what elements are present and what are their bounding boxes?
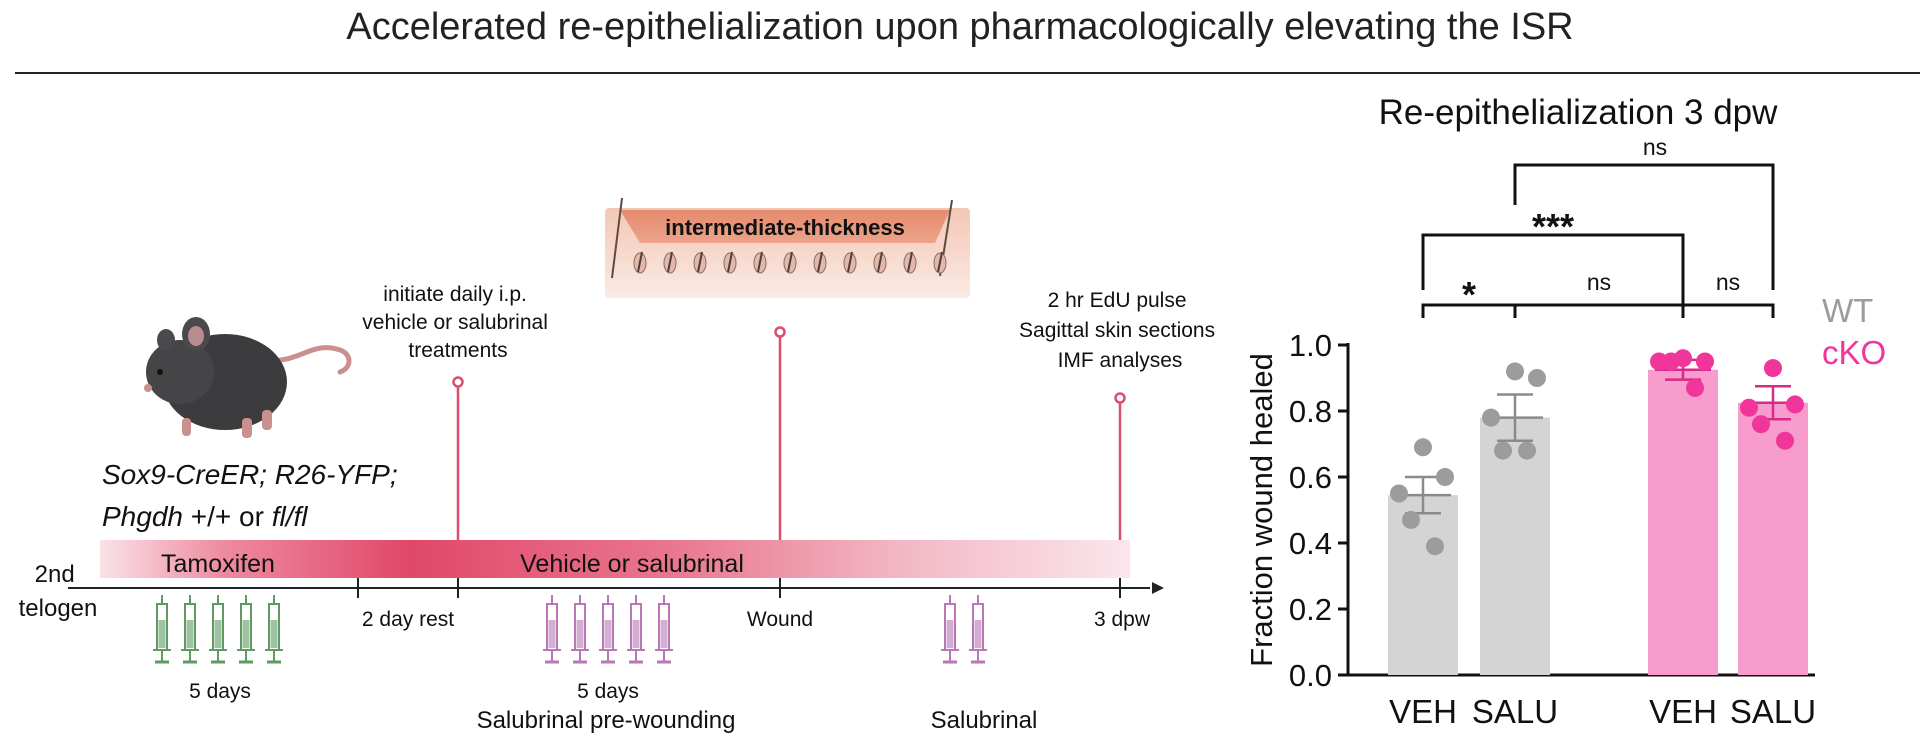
significance-label: ns (1587, 269, 1611, 295)
event-label-analysis: 2 hr EdU pulse Sagittal skin sections IM… (1019, 289, 1221, 372)
title-divider (15, 72, 1920, 74)
timeline-bar (100, 540, 1130, 578)
syringe-icon (941, 595, 959, 664)
bar (1388, 495, 1458, 675)
y-axis-label: Fraction wound healed (1244, 353, 1279, 667)
y-tick-label: 0.8 (1289, 394, 1332, 429)
x-tick-label: VEH (1649, 693, 1717, 730)
significance-bracket: *** (1421, 206, 1685, 305)
data-point (1786, 395, 1804, 414)
skin-wound-label: intermediate-thickness (665, 215, 905, 240)
tick-label-end: 3 dpw (1094, 608, 1151, 631)
tick-label-wound: Wound (747, 608, 813, 631)
data-point (1686, 378, 1704, 397)
significance-label: * (1462, 274, 1476, 315)
syringe-icon (181, 595, 199, 664)
syringe-icon (571, 595, 589, 664)
significance-label: ns (1716, 269, 1740, 295)
y-tick-label: 0.4 (1289, 526, 1332, 561)
significance-bracket: * (1421, 274, 1517, 318)
legend-entry-cko: cKO (1822, 334, 1886, 371)
mouse-illustration (144, 317, 352, 438)
data-point (1506, 362, 1524, 381)
data-point (1662, 352, 1680, 371)
bar (1480, 417, 1550, 675)
event-markers (452, 326, 1126, 540)
group-label-salubrinal: Salubrinal (931, 707, 1038, 734)
data-point (1776, 431, 1794, 450)
y-tick-label: 0.2 (1289, 592, 1332, 627)
group-label-tamoxifen: 5 days (189, 680, 251, 703)
y-tick-label: 1.0 (1289, 328, 1332, 363)
data-point (1752, 415, 1770, 434)
data-point (1740, 398, 1758, 417)
group-label-pre-wounding: 5 days (577, 680, 639, 703)
significance-bracket: ns (1513, 134, 1775, 290)
data-point (1764, 359, 1782, 378)
y-tick-label: 0.0 (1289, 658, 1332, 693)
syringe-icon (627, 595, 645, 664)
syringe-icon (599, 595, 617, 664)
genotype-line-2: Phgdh +/+ or fl/fl (102, 501, 308, 532)
syringe-icon (543, 595, 561, 664)
bar (1738, 402, 1808, 675)
data-point (1390, 484, 1408, 503)
data-point (1696, 352, 1714, 371)
syringe-icon (655, 595, 673, 664)
significance-bracket: ns (1681, 269, 1775, 318)
start-label: 2nd telogen (19, 561, 98, 622)
significance-label: ns (1643, 134, 1667, 160)
legend-entry-wt: WT (1822, 292, 1873, 329)
data-point (1426, 537, 1444, 556)
data-point (1494, 441, 1512, 460)
syringe-icon (237, 595, 255, 664)
data-point (1436, 468, 1454, 486)
data-point (1414, 438, 1432, 457)
y-tick-label: 0.6 (1289, 460, 1332, 495)
skin-illustration (605, 197, 970, 298)
group-sublabel-pre-wounding: Salubrinal pre-wounding (477, 707, 736, 734)
bar (1648, 369, 1718, 675)
tick-label-rest: 2 day rest (362, 608, 454, 631)
x-tick-label: SALU (1730, 693, 1816, 730)
data-point (1402, 510, 1420, 529)
injection-groups (153, 595, 987, 664)
data-point (1528, 369, 1546, 387)
syringe-icon (969, 595, 987, 664)
event-label-treatment-start: initiate daily i.p. vehicle or salubrina… (362, 283, 553, 362)
significance-label: *** (1532, 206, 1574, 247)
syringe-icon (209, 595, 227, 664)
syringe-icon (265, 595, 283, 664)
genotype-line-1: Sox9-CreER; R26-YFP; (102, 459, 398, 490)
chart-title: Re-epithelialization 3 dpw (1379, 93, 1779, 132)
x-tick-label: SALU (1472, 693, 1558, 730)
bar-label-tamoxifen: Tamoxifen (161, 550, 275, 578)
page-title: Accelerated re-epithelialization upon ph… (346, 6, 1574, 48)
data-point (1482, 408, 1500, 427)
bar-label-treatment: Vehicle or salubrinal (520, 550, 744, 578)
significance-bracket: ns (1513, 269, 1685, 318)
x-tick-label: VEH (1389, 693, 1457, 730)
timeline-arrowhead (1152, 582, 1164, 594)
data-point (1518, 441, 1536, 460)
syringe-icon (153, 595, 171, 664)
